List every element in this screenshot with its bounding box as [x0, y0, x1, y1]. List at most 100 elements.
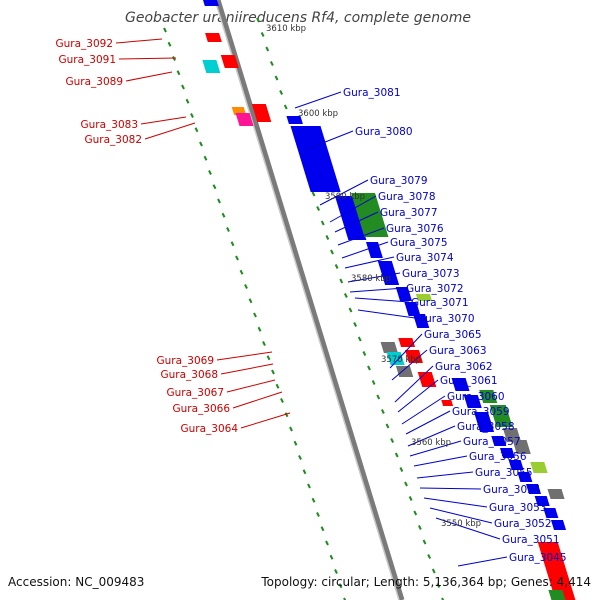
leader-line [341, 241, 389, 259]
gene-label[interactable]: Gura_3062 [435, 361, 493, 373]
gene-label[interactable]: Gura_3083 [80, 119, 138, 131]
tick-dot [274, 75, 279, 81]
tick-dot [239, 269, 244, 275]
tick-dot [334, 264, 339, 269]
tick-dot [338, 583, 343, 589]
coordinate-tick-label: 3550 kbp [441, 519, 481, 529]
gene-label[interactable]: Gura_3053 [489, 502, 547, 514]
gene-arrow [463, 395, 482, 408]
gene-label[interactable]: Gura_3079 [370, 175, 428, 187]
leader-line [397, 379, 439, 413]
tick-dot [343, 293, 348, 298]
gene-label[interactable]: Gura_3060 [447, 391, 505, 403]
tick-dot [394, 452, 399, 458]
gene-labels: Gura_3092Gura_3091Gura_3089Gura_3083Gura… [55, 38, 566, 564]
gene-label[interactable]: Gura_3072 [406, 283, 464, 295]
gene-arrow [405, 350, 423, 363]
tick-dot [280, 398, 284, 403]
tick-dot [417, 525, 422, 530]
coordinate-tick-label: 3560 kbp [411, 438, 451, 448]
gene-arrow [251, 104, 272, 122]
tick-dot [244, 284, 248, 289]
tick-dot [226, 227, 230, 232]
gene-label[interactable]: Gura_3075 [390, 237, 448, 249]
tick-dot [190, 113, 194, 118]
gene-label[interactable]: Gura_3045 [509, 552, 567, 564]
gene-label[interactable]: Gura_3070 [417, 313, 475, 325]
gene-arrow [525, 484, 542, 494]
tick-dot [212, 184, 217, 190]
leader-line [240, 412, 291, 429]
gene-arrow [235, 113, 254, 126]
gene-arrow [380, 342, 398, 353]
gene-label[interactable]: Gura_3052 [494, 518, 552, 530]
leader-line [389, 333, 423, 369]
tick-dot [181, 84, 185, 90]
gene-label[interactable]: Gura_3061 [440, 375, 498, 387]
tick-dot [339, 278, 344, 284]
gene-label[interactable]: Gura_3056 [469, 451, 527, 463]
leader-line [216, 351, 273, 361]
tick-dot [271, 369, 275, 375]
gene-label[interactable]: Gura_3073 [402, 268, 460, 280]
tick-dot [431, 568, 436, 574]
label-leaders [115, 38, 508, 567]
gene-label[interactable]: Gura_3054 [483, 484, 541, 496]
gene-label[interactable]: Gura_3089 [65, 76, 123, 88]
genome-backbone-highlight [214, 0, 400, 600]
leader-line [125, 71, 173, 82]
leader-line [391, 349, 428, 381]
tick-dot [367, 365, 371, 371]
gene-label[interactable]: Gura_3076 [386, 223, 444, 235]
gene-arrow [417, 372, 437, 387]
gene-arrow [479, 390, 498, 403]
tick-dot [257, 326, 262, 332]
gene-label[interactable]: Gura_3058 [457, 421, 515, 433]
gene-label[interactable]: Gura_3080 [355, 126, 413, 138]
tick-dot [269, 61, 274, 66]
gene-label[interactable]: Gura_3064 [180, 423, 238, 435]
gene-arrow [547, 489, 565, 499]
gene-label[interactable]: Gura_3068 [160, 369, 218, 381]
gene-label[interactable]: Gura_3065 [424, 329, 482, 341]
leader-line [416, 471, 474, 479]
gene-arrow [404, 302, 421, 316]
leader-line [347, 272, 401, 283]
gene-label[interactable]: Gura_3081 [343, 87, 401, 99]
gene-label[interactable]: Gura_3067 [166, 387, 224, 399]
gene-label[interactable]: Gura_3057 [463, 436, 521, 448]
gene-label[interactable]: Gura_3051 [502, 534, 560, 546]
gene-features [202, 0, 576, 600]
leader-line [357, 309, 416, 319]
gene-label[interactable]: Gura_3091 [58, 54, 116, 66]
gene-arrow [451, 378, 470, 391]
gene-label[interactable]: Gura_3074 [396, 252, 454, 264]
gene-label[interactable]: Gura_3082 [84, 134, 142, 146]
leader-line [401, 395, 446, 425]
gene-arrow [395, 287, 413, 301]
gene-label[interactable]: Gura_3071 [411, 297, 469, 309]
tick-dot [399, 467, 404, 472]
leader-line [304, 130, 354, 151]
gene-arrow [386, 352, 405, 365]
gene-arrow [412, 314, 430, 328]
tick-dot [385, 423, 390, 429]
gene-arrow [286, 116, 303, 124]
gene-arrow [203, 0, 219, 6]
gene-label[interactable]: Gura_3055 [475, 467, 533, 479]
gene-label[interactable]: Gura_3092 [55, 38, 113, 50]
leader-line [423, 497, 488, 508]
gene-label[interactable]: Gura_3066 [172, 403, 230, 415]
gene-label[interactable]: Gura_3078 [378, 191, 436, 203]
gene-label[interactable]: Gura_3077 [380, 207, 438, 219]
tick-dot [408, 496, 413, 501]
tick-dot [348, 307, 353, 313]
gene-arrow [499, 448, 516, 458]
tick-dot [422, 539, 427, 545]
tick-dot [320, 526, 325, 532]
gene-label[interactable]: Gura_3059 [452, 406, 510, 418]
gene-label[interactable]: Gura_3063 [429, 345, 487, 357]
leader-line [232, 391, 283, 409]
gene-arrow [415, 294, 433, 301]
gene-label[interactable]: Gura_3069 [156, 355, 214, 367]
